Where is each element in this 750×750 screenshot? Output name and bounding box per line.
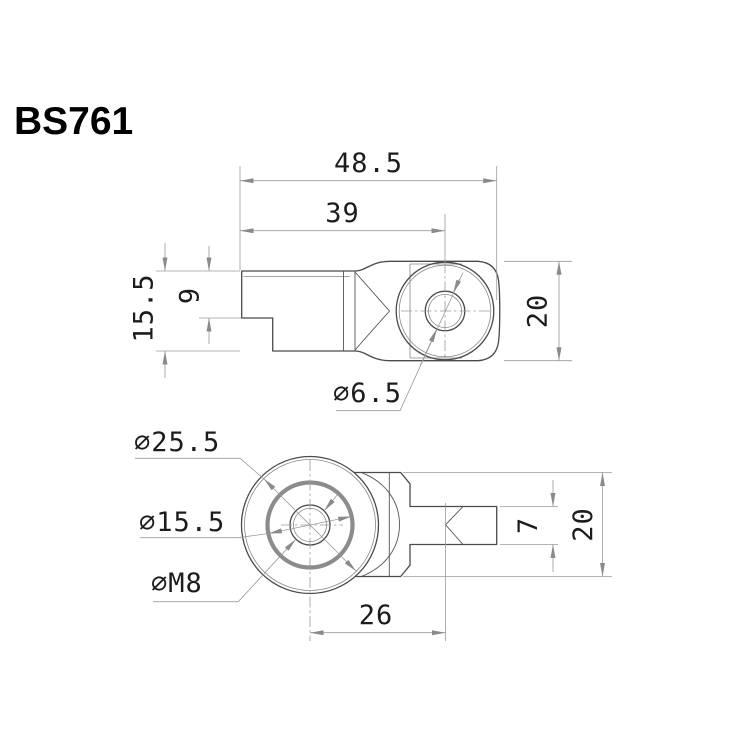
- dim-text-arm-height: 15.5: [129, 273, 160, 342]
- leader-thread-arrow-lower: [238, 538, 297, 602]
- side-view-cone-base-lines: [343, 271, 356, 351]
- side-view-outline: [241, 260, 501, 362]
- leader-head-dia: [135, 457, 265, 480]
- plan-arm-outline: [354, 471, 498, 578]
- plan-extension-lines: [403, 472, 612, 641]
- dim-text-hole-center: 39: [325, 198, 360, 229]
- dim-text-step-height: 9: [175, 287, 206, 304]
- plan-cone-silhouette-curve: [361, 472, 400, 577]
- side-view-extension-lines: [156, 166, 572, 362]
- leader-bore-dia: [140, 533, 269, 539]
- dim-text-tongue-width: 7: [513, 517, 544, 534]
- leader-hole-arrow-lower: [419, 328, 438, 367]
- label-text-thread: ⌀M8: [151, 568, 203, 599]
- dim-text-center-to-cone: 26: [359, 600, 394, 631]
- dim-text-head-height: 20: [523, 294, 554, 329]
- part-number: BS761: [14, 100, 134, 143]
- side-view: 48.5 39 15.5 9 20 ⌀6.5: [129, 148, 572, 412]
- label-text-head-dia: ⌀25.5: [134, 427, 220, 458]
- side-view-cone-silhouette: [354, 271, 391, 351]
- dia-line-bore: [268, 516, 352, 534]
- plan-head-circle-inner: [244, 459, 376, 591]
- leader-hole-dia: [336, 272, 464, 412]
- dim-text-overall-length: 48.5: [334, 148, 403, 179]
- plan-view: ⌀25.5 ⌀15.5 ⌀M8 26 7 20: [134, 427, 612, 641]
- plan-cone-chevron: [444, 506, 464, 545]
- leader-thread-arrow-upper: [323, 493, 339, 512]
- leader-hole-arrow-upper: [452, 278, 462, 294]
- label-text-hole-dia: ⌀6.5: [333, 378, 402, 409]
- dim-text-arm-width: 20: [568, 507, 599, 542]
- label-text-bore-dia: ⌀15.5: [139, 507, 225, 538]
